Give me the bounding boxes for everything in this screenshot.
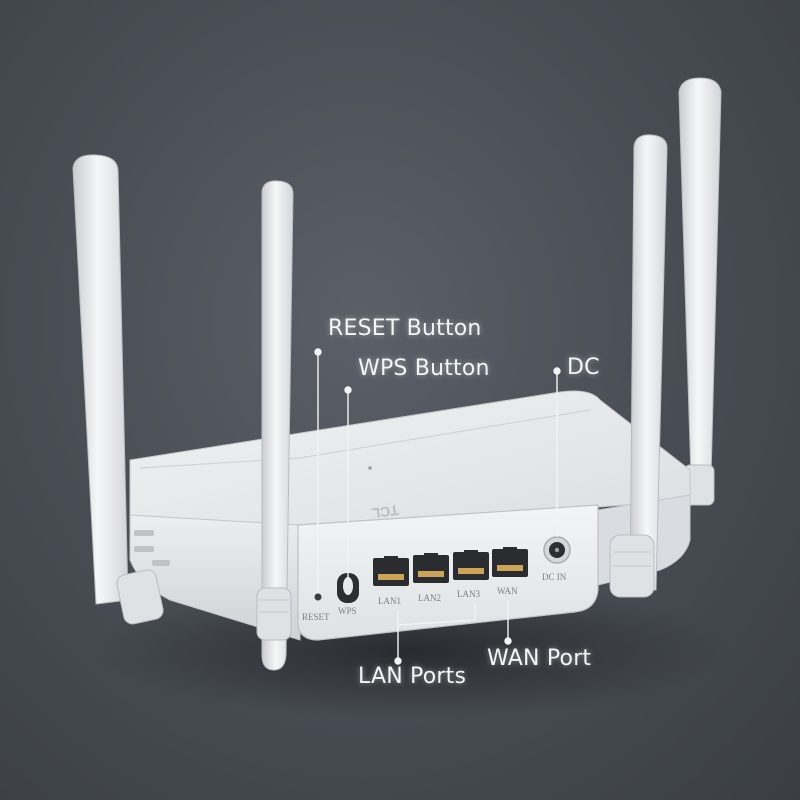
lan1-port [373,556,409,586]
lan1-panel-label: LAN1 [378,596,401,606]
dc-in-jack [543,536,571,564]
dc-callout: DC [567,355,600,380]
lan2-panel-label: LAN2 [418,593,441,603]
antenna-front-left [256,180,294,671]
dc-in-panel-label: DC IN [542,572,567,582]
wan-port [492,547,528,577]
antenna-front-right [609,134,668,598]
brand-logo: TCL [370,502,400,522]
wan-panel-label: WAN [497,586,518,596]
lan3-panel-label: LAN3 [457,589,480,599]
lan-leader-line [397,604,476,660]
dc-leader-dot [553,367,561,375]
wps-leader-dot [344,386,352,394]
wps-button [337,573,359,603]
callout-lines [314,348,561,665]
wan-leader-dot [504,637,512,645]
wan-port-callout: WAN Port [487,646,592,671]
antenna-hinge-left [116,569,164,625]
lan2-port [413,553,449,583]
reset-panel-label: RESET [302,612,330,622]
reset-button-callout: RESET Button [328,316,482,341]
reset-leader-dot [314,348,322,356]
lan3-port [453,550,489,580]
antenna-rear-left [72,154,129,605]
wps-panel-label: WPS [338,606,357,616]
lan-ports-callout: LAN Ports [358,664,467,689]
antenna-rear-right [678,77,722,506]
wps-button-callout: WPS Button [358,356,490,381]
reset-pinhole [314,593,322,601]
lan-leader-dot [394,657,402,665]
